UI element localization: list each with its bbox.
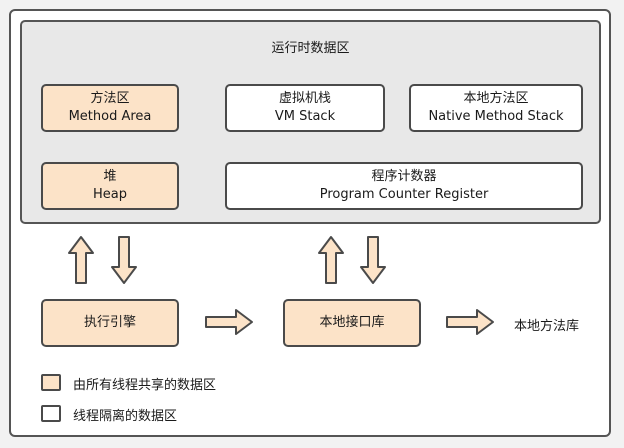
legend-shared-label: 由所有线程共享的数据区 bbox=[73, 378, 217, 393]
right-arrow-interface-to-library bbox=[446, 309, 494, 335]
program-counter-en-label: Program Counter Register bbox=[319, 187, 489, 202]
method-area-en-label: Method Area bbox=[68, 109, 152, 124]
up-arrow-left bbox=[68, 236, 94, 284]
heap-zh-label: 堆 bbox=[103, 169, 117, 184]
native-interface-label: 本地接口库 bbox=[319, 315, 385, 330]
down-arrow-left bbox=[111, 236, 137, 284]
vm-stack-zh-label: 虚拟机栈 bbox=[278, 91, 331, 106]
heap-box: 堆 Heap bbox=[41, 162, 179, 210]
execution-engine-box: 执行引擎 bbox=[41, 299, 179, 347]
native-method-stack-en-label: Native Method Stack bbox=[428, 109, 564, 124]
heap-en-label: Heap bbox=[93, 187, 127, 202]
native-library-label: 本地方法库 bbox=[514, 319, 580, 334]
runtime-area-title: 运行时数据区 bbox=[271, 41, 350, 56]
legend-swatch-isolated bbox=[41, 405, 61, 422]
vm-stack-en-label: VM Stack bbox=[274, 109, 336, 124]
legend-isolated-label: 线程隔离的数据区 bbox=[73, 409, 178, 424]
method-area-box: 方法区 Method Area bbox=[41, 84, 179, 132]
right-arrow-engine-to-interface bbox=[205, 309, 253, 335]
up-arrow-right bbox=[318, 236, 344, 284]
native-interface-box: 本地接口库 bbox=[283, 299, 421, 347]
execution-engine-label: 执行引擎 bbox=[83, 315, 136, 330]
method-area-zh-label: 方法区 bbox=[90, 91, 130, 106]
vm-stack-box: 虚拟机栈 VM Stack bbox=[225, 84, 385, 132]
program-counter-box: 程序计数器 Program Counter Register bbox=[225, 162, 583, 210]
legend-swatch-shared bbox=[41, 374, 61, 391]
native-method-stack-zh-label: 本地方法区 bbox=[463, 91, 529, 106]
program-counter-zh-label: 程序计数器 bbox=[371, 169, 437, 184]
down-arrow-right bbox=[360, 236, 386, 284]
native-method-stack-box: 本地方法区 Native Method Stack bbox=[409, 84, 583, 132]
